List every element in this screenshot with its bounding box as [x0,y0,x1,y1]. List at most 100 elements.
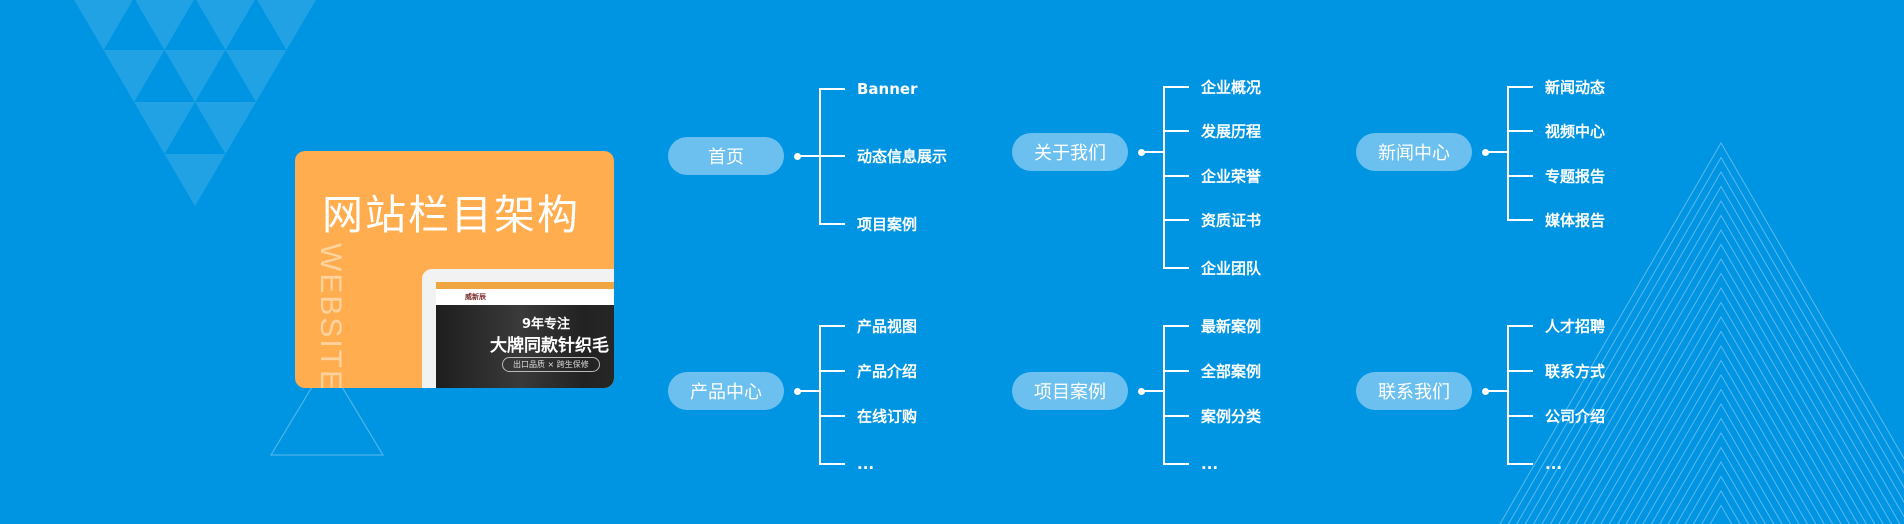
group-pill[interactable]: 关于我们 [1012,133,1128,171]
menu-item[interactable]: 产品视图 [857,317,918,336]
tree-branch [1163,415,1189,417]
triangle-tile [74,0,133,50]
tree-branch [819,325,845,327]
menu-item[interactable]: 新闻动态 [1545,78,1606,97]
menu-item[interactable]: Banner [857,80,918,98]
group-pill[interactable]: 联系我们 [1356,372,1472,410]
connector-dot [1138,148,1145,156]
mockup-banner: 9年专注 大牌同款针织毛 出口品质 × 跨生保修 [436,305,614,388]
tree-branch [1507,325,1533,327]
line-triangle [1701,490,1741,524]
menu-item[interactable]: 企业荣誉 [1201,167,1262,186]
menu-item[interactable]: 产品介绍 [857,362,918,381]
line-triangle [1667,432,1775,524]
tree-branch [819,155,845,157]
line-triangle [1684,461,1758,524]
mockup-topbar [436,282,614,289]
group-pill[interactable]: 新闻中心 [1356,133,1472,171]
line-triangle [1558,243,1884,524]
tree-branch [1507,175,1533,177]
menu-item[interactable]: ... [1545,455,1563,473]
connector-line [1486,151,1508,153]
mockup-logo: 威新辰 [465,293,486,301]
tree-branch [1507,463,1533,465]
menu-item[interactable]: 联系方式 [1545,362,1606,381]
connector-dot [1482,148,1489,156]
menu-item[interactable]: 全部案例 [1201,362,1262,381]
tree-branch [1507,415,1533,417]
tree-branch [1163,86,1189,88]
triangle-tile [164,50,226,102]
line-triangle [1617,345,1825,524]
mockup-header: 威新辰 [436,289,614,305]
mockup-tagline: 出口品质 × 跨生保修 [502,357,600,372]
triangle-tile [195,102,256,154]
tree-trunk [1163,86,1165,269]
menu-item[interactable]: ... [1201,455,1219,473]
tree-trunk [1163,325,1165,465]
line-triangle [1507,156,1904,524]
line-triangle [1676,446,1766,524]
tree-branch [1163,130,1189,132]
connector-dot [794,152,801,160]
menu-item[interactable]: ... [857,455,875,473]
connector-line [1142,151,1164,153]
line-triangle [1583,287,1859,524]
menu-item[interactable]: 动态信息展示 [857,147,948,166]
card-title: 网站栏目架构 [322,191,580,239]
line-triangle [1516,171,1904,524]
tree-trunk [1507,325,1509,465]
menu-item[interactable]: 案例分类 [1201,407,1262,426]
tree-branch [819,88,845,90]
group-pill[interactable]: 产品中心 [668,372,784,410]
tree-branch [819,223,845,225]
tree-branch [1163,267,1189,269]
mockup-headline-large: 大牌同款针织毛 [490,336,609,356]
mockup-headline-small: 9年专注 [522,317,571,332]
triangle-tile [135,0,194,50]
group-pill[interactable]: 项目案例 [1012,372,1128,410]
group-pill[interactable]: 首页 [668,137,784,175]
line-triangle [1524,185,1904,524]
menu-item[interactable]: 企业概况 [1201,78,1262,97]
triangle-tile [257,0,316,50]
line-triangle [1642,388,1800,524]
tree-branch [1507,130,1533,132]
line-triangle [1566,258,1876,524]
menu-item[interactable]: 最新案例 [1201,317,1262,336]
menu-item[interactable]: 在线订购 [857,407,918,426]
tree-branch [1163,175,1189,177]
tree-branch [819,415,845,417]
menu-item[interactable]: 视频中心 [1545,122,1606,141]
menu-item[interactable]: 人才招聘 [1545,317,1606,336]
triangle-tile [196,0,255,50]
card-subtitle: WEBSITE [314,243,347,388]
line-triangle [1541,214,1901,524]
tree-branch [1507,370,1533,372]
line-triangle [1634,374,1808,524]
menu-item[interactable]: 发展历程 [1201,122,1262,141]
connector-dot [1482,387,1489,395]
line-triangle [1650,403,1792,524]
triangle-tile [134,102,195,154]
line-triangle [1499,142,1904,524]
triangle-tile [103,50,165,102]
tree-branch [819,370,845,372]
line-triangle [1592,301,1850,524]
menu-item[interactable]: 资质证书 [1201,211,1262,230]
menu-item[interactable]: 媒体报告 [1545,211,1606,230]
line-triangle [1693,475,1749,524]
menu-item[interactable]: 专题报告 [1545,167,1606,186]
line-triangle [1709,504,1733,524]
menu-item[interactable]: 公司介绍 [1545,407,1606,426]
tree-trunk [1507,86,1509,221]
triangle-tile [225,50,287,102]
tree-branch [1507,219,1533,221]
line-triangle [1625,359,1817,524]
outline-triangle [269,360,385,456]
menu-item[interactable]: 项目案例 [857,215,918,234]
connector-line [1142,390,1164,392]
menu-item[interactable]: 企业团队 [1201,259,1262,278]
connector-dot [1138,387,1145,395]
